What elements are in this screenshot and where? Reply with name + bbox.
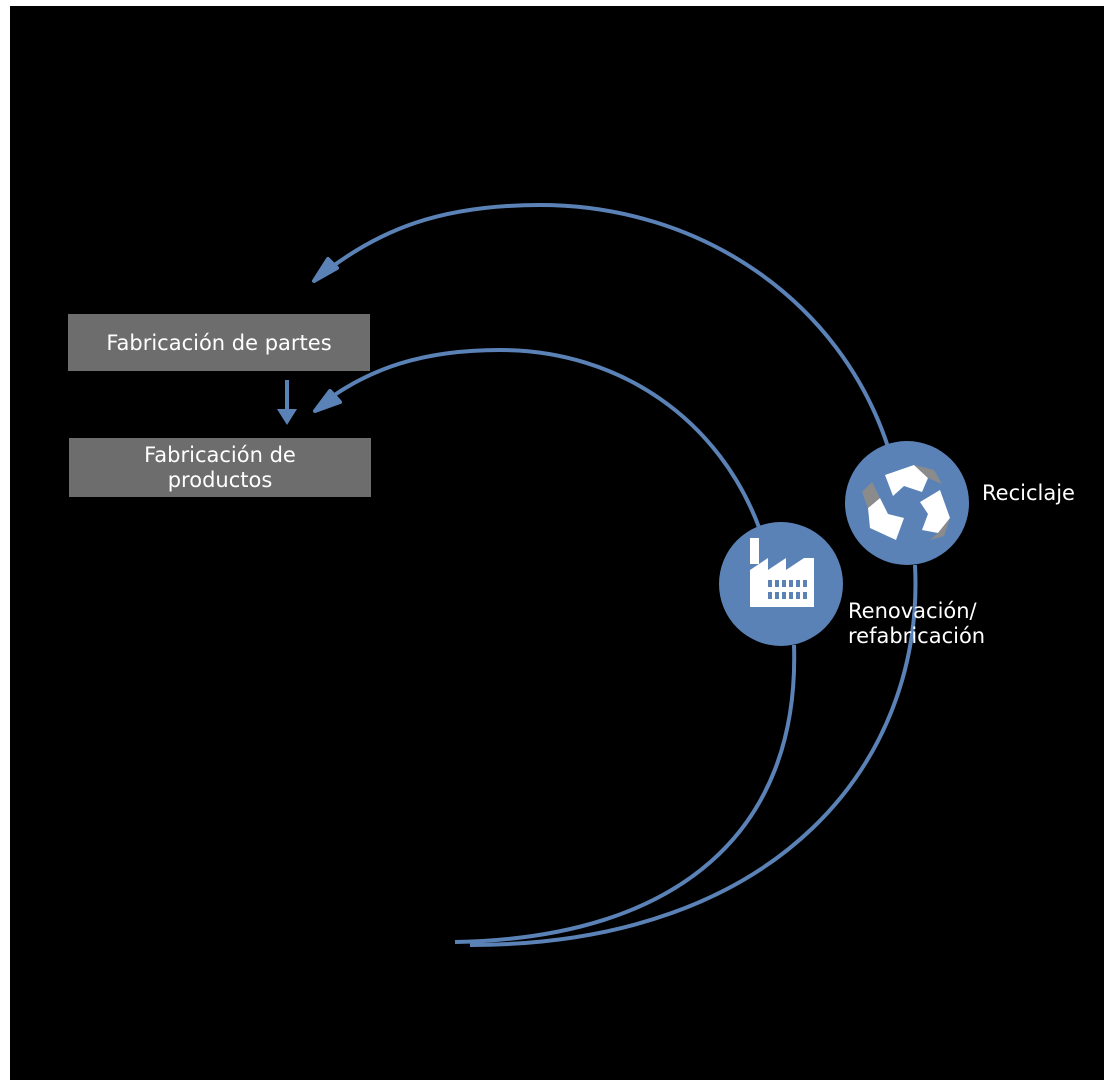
product-manufacturing-box: Fabricación de productos — [69, 438, 371, 497]
outer-loop-arc — [323, 202, 890, 448]
parts-to-products-arrowhead — [277, 409, 297, 425]
product-manufacturing-label: Fabricación de productos — [144, 442, 296, 492]
parts-manufacturing-label: Fabricación de partes — [106, 330, 332, 355]
parts-manufacturing-box: Fabricación de partes — [68, 314, 370, 371]
factory-icon — [750, 538, 814, 607]
recycle-icon — [862, 465, 950, 540]
inner-loop-arrowhead — [313, 389, 342, 413]
outer-loop-lower-arc — [469, 564, 918, 947]
inner-loop-arc — [328, 347, 762, 531]
factory-node — [719, 522, 843, 646]
inner-loop-lower-arc — [454, 644, 797, 944]
recycle-node — [845, 441, 969, 565]
remanufacturing-label: Renovación/ refabricación — [848, 599, 986, 648]
recycling-label: Reciclaje — [982, 481, 1075, 505]
outer-loop-arrowhead — [312, 257, 339, 283]
